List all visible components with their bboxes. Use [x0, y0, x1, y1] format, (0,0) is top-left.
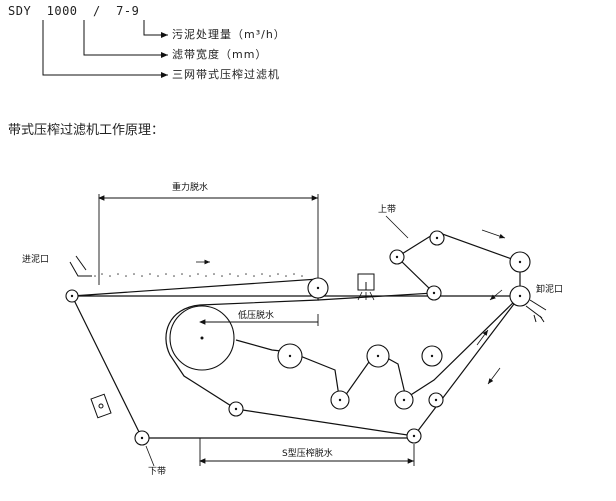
section-heading: 带式压榨过滤机工作原理： [8, 123, 165, 138]
leader-belt-width [83, 20, 168, 58]
leader-machine-type [42, 20, 168, 78]
legend-throughput-label: 污泥处理量（m³/h） [172, 28, 286, 41]
low-pressure-dewatering-label: 低压脱水 [238, 309, 274, 321]
model-code: SDY 1000 / 7-9 [8, 4, 140, 18]
roller-centers [70, 236, 522, 440]
sludge-feed-hopper [69, 255, 92, 277]
s-press-dewatering-label: S型压榨脱水 [282, 447, 333, 459]
sludge-outlet-label: 卸泥口 [536, 283, 563, 295]
model-code-leaders [42, 20, 168, 78]
lower-belt-label: 下带 [148, 466, 166, 477]
s-press-dimension [199, 438, 415, 466]
spray-nozzle [357, 291, 375, 301]
sludge-layer [94, 273, 303, 277]
upper-belt [235, 231, 521, 405]
outlet-scraper [525, 299, 547, 323]
direction-arrows [476, 229, 506, 385]
gravity-dewatering-label: 重力脱水 [172, 181, 208, 193]
low-pressure-dimension [199, 314, 319, 326]
sludge-inlet-label: 进泥口 [22, 254, 49, 265]
gravity-dimension [98, 194, 319, 285]
leader-throughput [143, 20, 168, 38]
rollers [65, 230, 531, 446]
lower-belt-leader [145, 445, 155, 467]
legend-belt-width-label: 滤带宽度（mm） [172, 48, 268, 61]
lower-belt [71, 278, 522, 439]
tension-box [90, 393, 112, 419]
upper-belt-leader [385, 215, 409, 239]
upper-belt-label: 上带 [378, 204, 396, 215]
legend-machine-type-label: 三网带式压榨过滤机 [172, 68, 280, 81]
spray-box [357, 273, 375, 291]
